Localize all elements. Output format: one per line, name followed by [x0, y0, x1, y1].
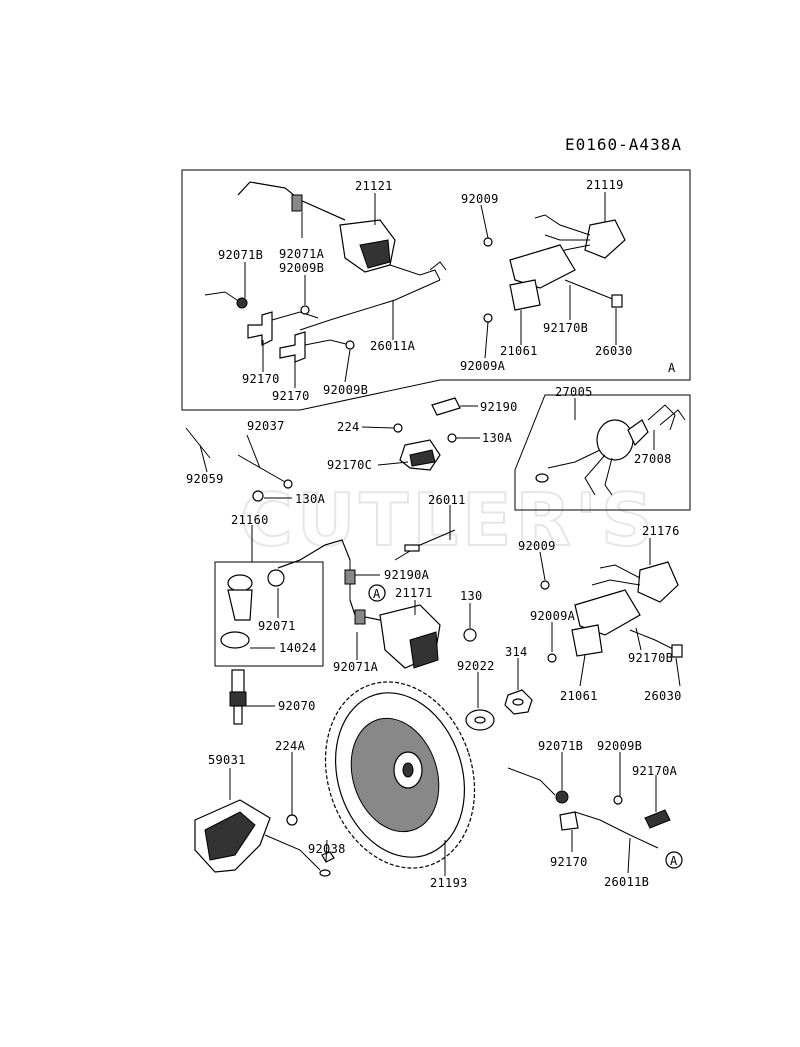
label-92170-b: 92170 — [272, 389, 310, 403]
watermark-text: CUTLER'S — [240, 478, 657, 562]
washer-92022 — [465, 709, 495, 731]
regulator-right — [540, 561, 683, 663]
label-92009B-top: 92009B — [279, 261, 324, 275]
callout-a-mid: A — [368, 584, 386, 602]
part-labels: 21121 21119 92009 92071B 92071A 92009B 2… — [186, 178, 682, 890]
diagram-code: E0160-A438A — [565, 135, 682, 154]
label-92071B-low: 92071B — [538, 739, 583, 753]
label-92071A-top: 92071A — [279, 247, 325, 261]
label-130A-low: 130A — [295, 492, 326, 506]
bracket-92170-top — [247, 311, 351, 363]
label-130A-mid: 130A — [482, 431, 513, 445]
label-92170-low: 92170 — [550, 855, 588, 869]
label-92038: 92038 — [308, 842, 346, 856]
label-59031: 59031 — [208, 753, 246, 767]
ignition-coil-main — [277, 539, 477, 669]
label-21160: 21160 — [231, 513, 269, 527]
leader-lines — [199, 192, 681, 876]
spark-plug-cap-box — [214, 561, 324, 667]
assembly-box-top — [181, 169, 691, 411]
label-21061-top: 21061 — [500, 344, 538, 358]
label-224A: 224A — [275, 739, 306, 753]
label-92190A: 92190A — [384, 568, 430, 582]
bracket-92170C — [393, 423, 457, 471]
label-92170B-top: 92170B — [543, 321, 588, 335]
label-26011A: 26011A — [370, 339, 416, 353]
label-224: 224 — [337, 420, 360, 434]
label-26011B: 26011B — [604, 875, 649, 889]
label-27005: 27005 — [555, 385, 593, 399]
lead-26011 — [394, 529, 456, 561]
ignition-coil-top — [204, 181, 447, 331]
label-92071: 92071 — [258, 619, 296, 633]
label-27008: 27008 — [634, 452, 672, 466]
label-92071A-low: 92071A — [333, 660, 379, 674]
label-92190: 92190 — [480, 400, 518, 414]
label-21061-right: 21061 — [560, 689, 598, 703]
label-14024: 14024 — [279, 641, 317, 655]
label-92009B-low: 92009B — [597, 739, 642, 753]
label-26011: 26011 — [428, 493, 466, 507]
label-92037: 92037 — [247, 419, 285, 433]
lead-26011B — [507, 767, 671, 849]
shaft-92037 — [185, 427, 293, 502]
label-21171: 21171 — [395, 586, 433, 600]
plug-cap — [220, 569, 285, 649]
label-21119: 21119 — [586, 178, 624, 192]
label-92022: 92022 — [457, 659, 495, 673]
label-92071B-top: 92071B — [218, 248, 263, 262]
label-92009A-right: 92009A — [530, 609, 576, 623]
label-21176: 21176 — [642, 524, 680, 538]
bolt-92009B-top — [300, 305, 355, 350]
pin-92190 — [431, 397, 461, 416]
callout-a-low: A — [665, 851, 683, 869]
label-92009-right: 92009 — [518, 539, 556, 553]
label-92009-top: 92009 — [461, 192, 499, 206]
label-21193: 21193 — [430, 876, 468, 890]
label-26030-right: 26030 — [644, 689, 682, 703]
box-a-label: A — [668, 361, 676, 375]
label-92070: 92070 — [278, 699, 316, 713]
label-26030-top: 26030 — [595, 344, 633, 358]
regulator-top — [483, 214, 626, 323]
key-switch-box — [514, 394, 691, 511]
label-92009B-mid: 92009B — [323, 383, 368, 397]
label-92009A-top: 92009A — [460, 359, 506, 373]
svg-text:A: A — [670, 854, 678, 868]
label-314: 314 — [505, 645, 528, 659]
label-92170A: 92170A — [632, 764, 678, 778]
label-92170-a: 92170 — [242, 372, 280, 386]
label-92170C: 92170C — [327, 458, 372, 472]
label-130: 130 — [460, 589, 483, 603]
label-21121: 21121 — [355, 179, 393, 193]
stator-59031 — [194, 799, 331, 877]
flywheel — [321, 681, 476, 869]
label-92170B-right: 92170B — [628, 651, 673, 665]
nut-314 — [504, 689, 533, 715]
key-switch — [535, 404, 686, 496]
label-92059: 92059 — [186, 472, 224, 486]
svg-text:A: A — [373, 587, 381, 601]
spark-plug — [229, 669, 247, 725]
